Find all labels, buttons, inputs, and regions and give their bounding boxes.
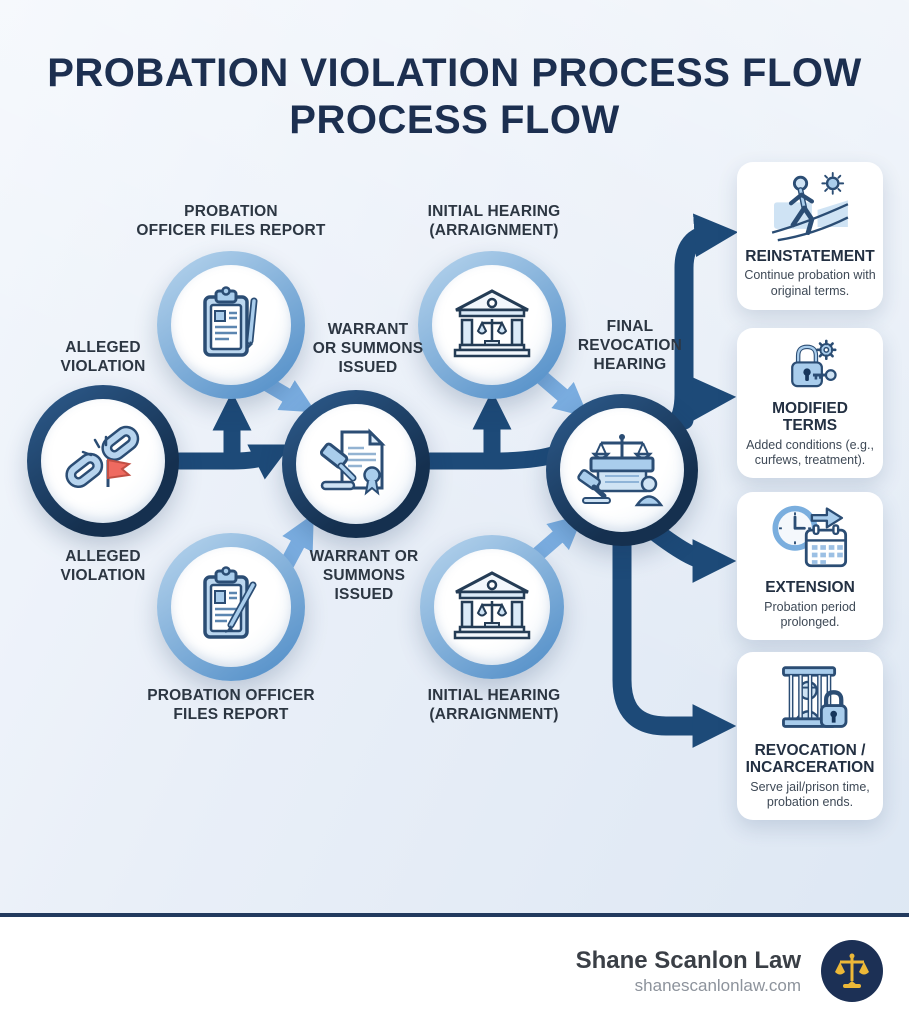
label-hearing-top: INITIAL HEARING (ARRAIGNMENT) (427, 203, 561, 239)
label-alleged-top: ALLEGED VIOLATION (60, 339, 146, 375)
arrow-final-to-revocation (612, 530, 737, 748)
judge-bench-scales-icon (577, 434, 664, 507)
label-warrant-lower: WARRANT OR SUMMONS ISSUED (309, 548, 419, 603)
node-inner (171, 547, 291, 667)
jail-bars-lock-icon (782, 666, 848, 728)
node-inner (560, 408, 684, 532)
lock-gear-key-icon (791, 339, 837, 388)
page-title: PROBATION VIOLATION PROCESS FLOW PROCESS… (0, 50, 909, 144)
node-inner (41, 399, 165, 523)
label-final-hearing: FINAL REVOCATION HEARING (577, 318, 683, 373)
arrow-alleged-to-warrant (223, 444, 291, 480)
warrant-document-gavel-icon (319, 428, 386, 496)
walking-person-sun-icon (771, 172, 849, 242)
label-alleged-bottom: ALLEGED VIOLATION (60, 548, 146, 584)
broken-chain-icon (65, 425, 140, 489)
node-warrant-summons (282, 390, 430, 538)
node-alleged-violation (27, 385, 179, 537)
outcome-desc: Added conditions (e.g., curfews, treatme… (746, 437, 874, 467)
clipboard-pen-icon (203, 286, 258, 357)
outcome-title: REINSTATEMENT (745, 248, 875, 265)
brand-website: shanescanlonlaw.com (634, 975, 801, 995)
node-report-top (157, 251, 305, 399)
outcome-card-extension: EXTENSION Probation period prolonged. (737, 492, 883, 640)
courthouse-scales-icon (453, 571, 531, 640)
arrow-final-to-modified-terms (674, 376, 737, 430)
outcome-card-reinstatement: REINSTATEMENT Continue probation with or… (737, 162, 883, 310)
title-line-1: PROBATION VIOLATION PROCESS FLOW (47, 51, 862, 95)
node-report-bottom (157, 533, 305, 681)
clock-calendar-arrow-icon (772, 505, 848, 568)
label-report-top: PROBATION OFFICER FILES REPORT (136, 203, 326, 239)
node-hearing-top (418, 251, 566, 399)
outcome-title: EXTENSION (765, 579, 855, 597)
outcome-desc: Serve jail/prison time, probation ends. (750, 779, 870, 809)
outcome-card-modified-terms: MODIFIED TERMS Added conditions (e.g., c… (737, 328, 883, 478)
node-inner (296, 404, 416, 524)
brand-block: Shane Scanlon Law shanescanlonlaw.com (576, 946, 801, 996)
node-inner (171, 265, 291, 385)
outcome-desc: Continue probation with original terms. (744, 268, 876, 298)
law-firm-logo (821, 939, 883, 1002)
gold-scales-icon (835, 953, 869, 988)
footer: Shane Scanlon Law shanescanlonlaw.com (0, 913, 909, 1024)
outcome-desc: Probation period prolonged. (764, 599, 856, 629)
node-final-hearing (546, 394, 698, 546)
label-warrant-upper: WARRANT OR SUMMONS ISSUED (312, 321, 424, 376)
outcome-card-revocation: REVOCATION / INCARCERATION Serve jail/pr… (737, 652, 883, 820)
node-inner (432, 265, 552, 385)
brand-name: Shane Scanlon Law (575, 946, 801, 974)
clipboard-pen-icon (203, 566, 257, 639)
label-hearing-bottom: INITIAL HEARING (ARRAIGNMENT) (427, 687, 561, 723)
outcome-title: REVOCATION / INCARCERATION (745, 741, 875, 777)
outcome-title: MODIFIED TERMS (772, 399, 848, 435)
node-inner (434, 549, 550, 665)
node-hearing-bottom (420, 535, 564, 679)
title-line-2: PROCESS FLOW (289, 98, 620, 143)
courthouse-scales-icon (453, 289, 531, 358)
label-report-bottom: PROBATION OFFICER FILES REPORT (147, 687, 315, 723)
